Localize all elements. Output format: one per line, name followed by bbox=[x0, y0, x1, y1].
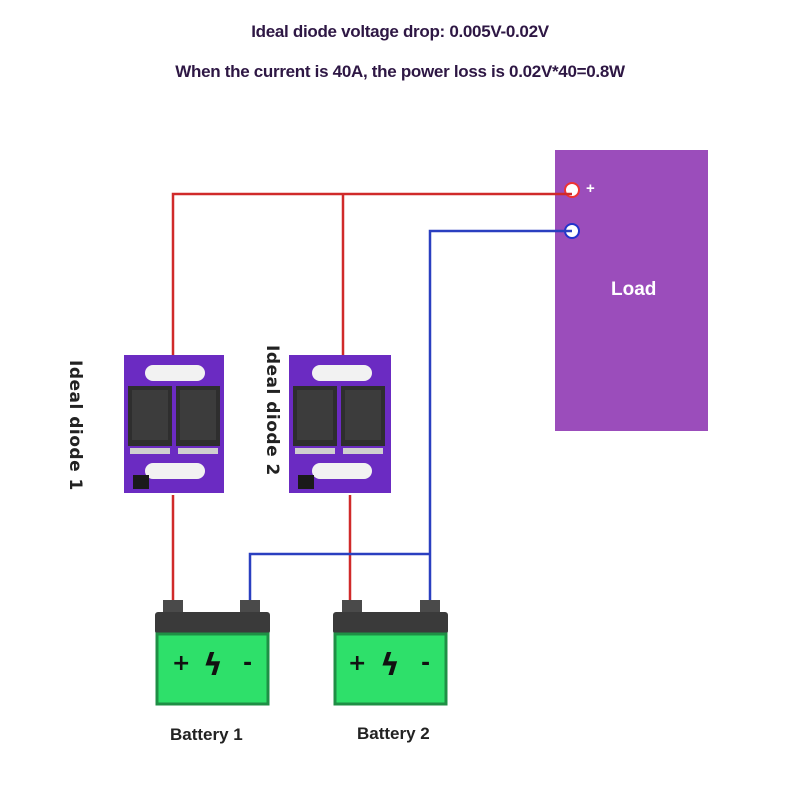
ideal-diode-2-board bbox=[289, 355, 391, 493]
ideal-diode-2-label: Ideal diode 2 bbox=[262, 345, 282, 476]
svg-text:ϟ: ϟ bbox=[203, 648, 223, 683]
voltage-drop-heading: Ideal diode voltage drop: 0.005V-0.02V bbox=[251, 22, 549, 41]
load-label: Load bbox=[611, 279, 657, 300]
battery-1: + ϟ - bbox=[155, 600, 270, 706]
ideal-diode-1-board bbox=[124, 355, 224, 493]
load-positive-symbol: + bbox=[586, 180, 595, 197]
svg-text:-: - bbox=[243, 651, 252, 676]
load-box bbox=[555, 150, 708, 431]
negative-wires bbox=[248, 229, 572, 605]
svg-text:+: + bbox=[348, 651, 366, 676]
battery-2-label: Battery 2 bbox=[357, 724, 430, 743]
battery-2: + ϟ - bbox=[333, 600, 448, 706]
svg-text:+: + bbox=[172, 651, 190, 676]
ideal-diode-1-label: Ideal diode 1 bbox=[65, 360, 85, 491]
power-loss-heading: When the current is 40A, the power loss … bbox=[175, 62, 625, 81]
positive-wires bbox=[171, 192, 572, 605]
svg-text:-: - bbox=[421, 651, 430, 676]
battery-1-label: Battery 1 bbox=[170, 725, 243, 744]
svg-text:ϟ: ϟ bbox=[380, 648, 400, 683]
